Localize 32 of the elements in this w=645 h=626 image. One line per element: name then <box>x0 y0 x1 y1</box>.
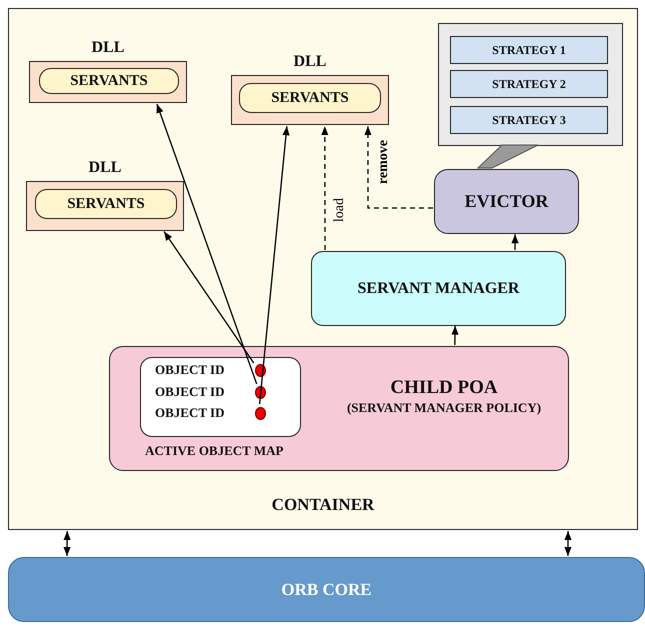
arrow <box>63 531 71 556</box>
poa-subtitle: (SERVANT MANAGER POLICY) <box>346 400 542 416</box>
object-map-label: ACTIVE OBJECT MAP <box>145 443 284 459</box>
arrow <box>164 231 254 364</box>
servant-manager-box: SERVANT MANAGER <box>311 251 566 326</box>
arrow <box>564 531 572 556</box>
container-label: CONTAINER <box>270 495 376 515</box>
strategy-panel <box>438 23 623 146</box>
servants-box: SERVANTS <box>35 189 177 219</box>
arrow <box>511 234 519 250</box>
poa-title: CHILD POA <box>389 377 499 399</box>
child-poa-box <box>109 346 569 471</box>
callout-pointer <box>476 144 538 168</box>
container-box <box>8 8 638 530</box>
servants-box: SERVANTS <box>239 83 381 113</box>
dashed-arrow <box>364 126 433 209</box>
object-id-label: OBJECT ID <box>155 383 224 401</box>
strategy-box: STRATEGY 2 <box>450 70 608 98</box>
object-id-label: OBJECT ID <box>155 404 224 422</box>
object-id-label: OBJECT ID <box>155 361 224 379</box>
orb-core-bar: ORB CORE <box>8 557 645 622</box>
arrow <box>451 326 459 345</box>
strategy-box: STRATEGY 3 <box>450 106 608 134</box>
servants-box: SERVANTS <box>39 68 179 94</box>
dll-label: DLL <box>90 38 126 58</box>
dashed-arrow <box>321 126 328 250</box>
dll-label: DLL <box>88 158 122 178</box>
evictor-box: EVICTOR <box>434 169 579 234</box>
arrow <box>258 126 290 404</box>
strategy-box: STRATEGY 1 <box>450 36 608 64</box>
arrow <box>156 104 258 384</box>
dll-label: DLL <box>292 52 328 72</box>
